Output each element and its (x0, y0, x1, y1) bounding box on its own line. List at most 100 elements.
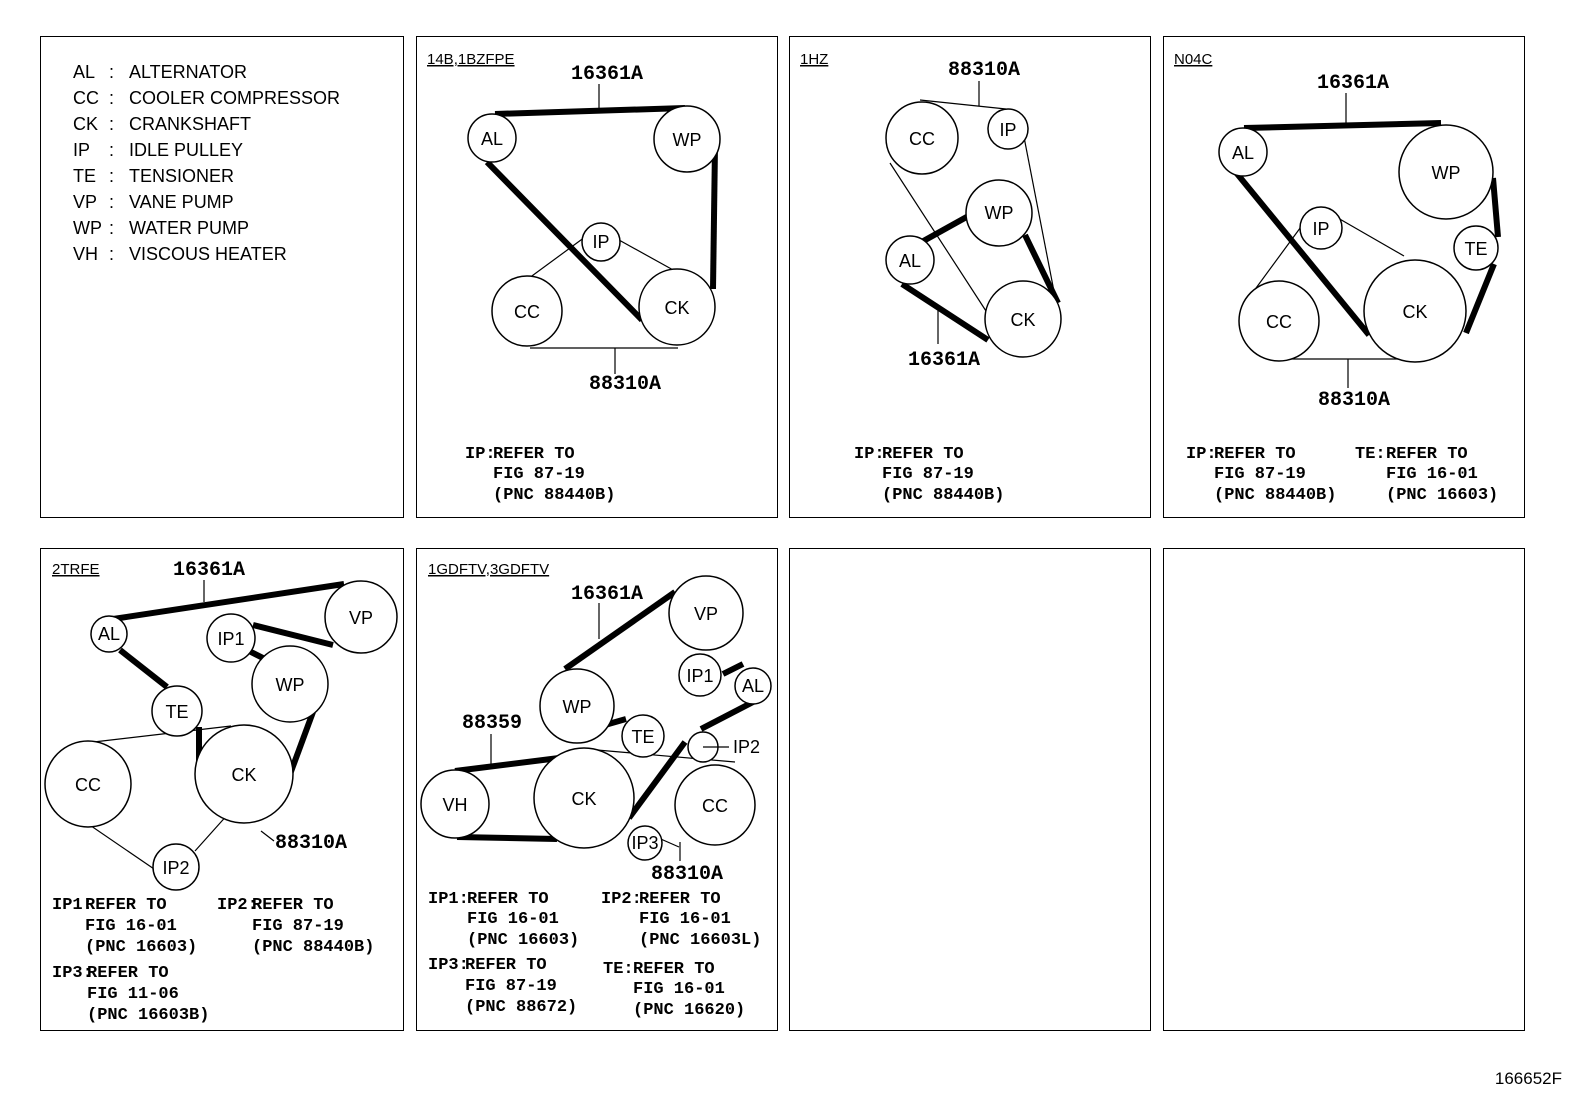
belt-segment (1231, 168, 1372, 337)
pulley-label: AL (899, 251, 921, 271)
svg-text:(PNC 88672): (PNC 88672) (465, 998, 577, 1017)
svg-text:REFER TO: REFER TO (85, 896, 167, 915)
svg-text:FIG 87-19: FIG 87-19 (252, 917, 344, 936)
svg-text:FIG 16-01: FIG 16-01 (639, 910, 731, 929)
legend-name: VANE PUMP (129, 192, 234, 212)
idle-pulley-3: IP3 (627, 825, 663, 861)
legend-separator: : (109, 62, 114, 82)
pulley-label: AL (98, 624, 120, 644)
svg-text:(PNC 88440B): (PNC 88440B) (493, 486, 615, 505)
reference-note: IP3: REFER TO FIG 87-19 (PNC 88672) (428, 956, 577, 1017)
engine-label: 1HZ (800, 51, 828, 68)
viscous-heater-pulley: VH (420, 769, 490, 839)
reference-note: IP1: REFER TO FIG 16-01 (PNC 16603) (428, 890, 579, 950)
svg-text:FIG 11-06: FIG 11-06 (87, 985, 179, 1004)
cooler-compressor-pulley: CC (1238, 280, 1320, 362)
reference-note: TE: REFER TO FIG 16-01 (PNC 16620) (603, 960, 745, 1020)
pulley-label: WP (1432, 163, 1461, 183)
cooler-compressor-pulley: CC (674, 764, 756, 846)
belt-segment (699, 698, 757, 732)
legend-item: VP:VANE PUMP (73, 192, 234, 212)
part-number: 88310A (948, 59, 1020, 82)
part-number: 88310A (651, 863, 723, 886)
cooler-compressor-pulley: CC (885, 101, 959, 175)
pulley-label: CK (1402, 302, 1427, 322)
pulley-label: AL (1232, 143, 1254, 163)
water-pump-pulley: WP (539, 668, 615, 744)
svg-text:(PNC 16603): (PNC 16603) (467, 931, 579, 950)
pulley-label: WP (985, 203, 1014, 223)
svg-text:TE:: TE: (603, 960, 634, 979)
pulley-label: CK (664, 298, 689, 318)
belt-16361a (563, 589, 757, 820)
vane-pump-pulley: VP (668, 575, 744, 651)
pulley-label: IP3 (631, 833, 658, 853)
water-pump-pulley: WP (251, 645, 329, 723)
legend-separator: : (109, 218, 114, 238)
legend-item: CK:CRANKSHAFT (73, 114, 251, 134)
water-pump-pulley: WP (965, 179, 1033, 247)
svg-text:TE:: TE: (1355, 445, 1386, 464)
reference-note: IP1: REFER TO FIG 16-01 (PNC 16603) (52, 896, 197, 957)
belt-segment (900, 281, 990, 343)
svg-text:FIG 16-01: FIG 16-01 (633, 980, 725, 999)
svg-text:IP:: IP: (1186, 445, 1217, 464)
belt-16361a (484, 105, 718, 323)
belt-segment (609, 234, 676, 272)
belt-88310a (889, 99, 1059, 313)
tensioner-pulley: TE (621, 714, 665, 758)
reference-note: TE: REFER TO FIG 16-01 (PNC 16603) (1355, 445, 1498, 505)
pulley-label: CC (514, 302, 540, 322)
belt-segment (1463, 262, 1497, 335)
belt-segment (721, 661, 745, 677)
idle-pulley: IP (1299, 206, 1343, 250)
water-pump-pulley: WP (653, 105, 721, 173)
pulley-label: CK (1010, 310, 1035, 330)
svg-text:FIG 87-19: FIG 87-19 (882, 465, 974, 484)
pulley-label: CC (702, 796, 728, 816)
panel-1hz: 1HZ CC IP WP AL CK (789, 36, 1151, 518)
part-number: 88359 (462, 712, 522, 735)
part-number: 16361A (908, 349, 980, 372)
alternator-pulley: AL (1218, 127, 1268, 177)
belt-segment (484, 159, 645, 323)
svg-text:FIG 16-01: FIG 16-01 (1386, 465, 1478, 484)
belt-segment (1330, 213, 1405, 257)
part-number: 16361A (571, 63, 643, 86)
part-number: 16361A (1317, 72, 1389, 95)
panel-2trfe: 2TRFE AL IP1 VP (40, 548, 404, 1031)
svg-text:(PNC 16603): (PNC 16603) (1386, 486, 1498, 505)
idle-pulley-2: IP2 (152, 843, 200, 891)
alternator-pulley: AL (734, 667, 772, 705)
svg-text:(PNC 16603): (PNC 16603) (85, 938, 197, 957)
reference-note: IP3: REFER TO FIG 11-06 (PNC 16603B) (52, 964, 209, 1025)
legend-separator: : (109, 192, 114, 212)
svg-text:FIG 16-01: FIG 16-01 (467, 910, 559, 929)
legend-code: CK (73, 114, 98, 134)
svg-text:REFER TO: REFER TO (1214, 445, 1296, 464)
legend-separator: : (109, 244, 114, 264)
svg-text:(PNC 88440B): (PNC 88440B) (1214, 486, 1336, 505)
panel-14b-1bzfpe: 14B,1BZFPE AL WP IP CC (416, 36, 778, 518)
pulley-label: IP (592, 232, 609, 252)
cooler-compressor-pulley: CC (44, 740, 132, 828)
belt-segment (84, 725, 232, 744)
belt-segment (889, 162, 987, 312)
vane-pump-pulley: VP (324, 580, 398, 654)
svg-text:REFER TO: REFER TO (252, 896, 334, 915)
svg-text:IP:: IP: (465, 445, 496, 464)
pulley-label: WP (276, 675, 305, 695)
part-number: 16361A (173, 559, 245, 582)
idle-pulley: IP (987, 108, 1029, 150)
svg-text:IP:: IP: (854, 445, 885, 464)
svg-text:REFER TO: REFER TO (467, 890, 549, 909)
cooler-compressor-pulley: CC (491, 275, 563, 347)
legend-separator: : (109, 114, 114, 134)
belt-segment (1243, 120, 1442, 131)
belt-88359 (454, 754, 568, 842)
reference-note: IP: REFER TO FIG 87-19 (PNC 88440B) (854, 445, 1004, 505)
svg-text:FIG 87-19: FIG 87-19 (493, 465, 585, 484)
belt-88310a (1247, 213, 1405, 360)
pulley-label: VP (349, 608, 373, 628)
